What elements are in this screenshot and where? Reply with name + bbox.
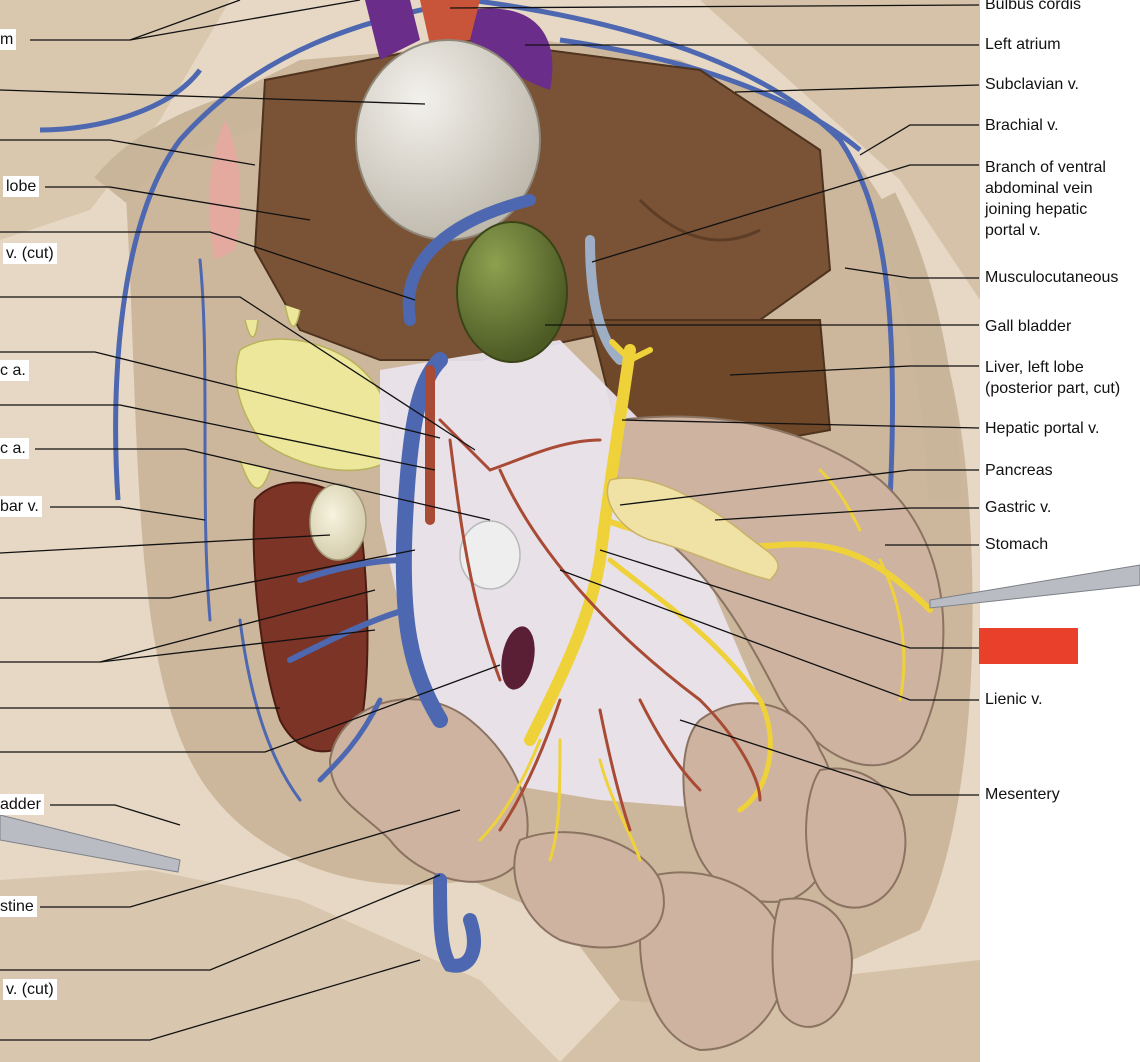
intestines <box>328 698 907 1052</box>
leader-lines <box>0 0 980 1041</box>
white-organ <box>459 520 521 590</box>
label-left-stine: stine <box>0 896 37 917</box>
label-left-m: m <box>0 29 17 50</box>
gall-bladder <box>456 221 568 363</box>
label-stomach: Stomach <box>982 534 1052 555</box>
arteries <box>425 365 762 832</box>
label-gastric-v: Gastric v. <box>982 497 1055 518</box>
label-musculocutaneous: Musculocutaneous <box>982 267 1122 288</box>
label-bulbus-cordis: Bulbus cordis <box>982 0 1085 15</box>
bladder <box>309 483 367 561</box>
label-hepatic-portal-v: Hepatic portal v. <box>982 418 1103 439</box>
label-lienic-v: Lienic v. <box>982 689 1046 710</box>
label-left-bar-v: bar v. <box>0 496 42 517</box>
label-liver-left-lobe: Liver, left lobe (posterior part, cut) <box>982 357 1124 399</box>
label-left-c-a-2: c a. <box>0 438 29 459</box>
label-subclavian-v: Subclavian v. <box>982 74 1082 95</box>
left-atrium <box>470 8 553 90</box>
label-left-atrium: Left atrium <box>982 34 1064 55</box>
label-mesentery: Mesentery <box>982 784 1063 805</box>
musculocutaneous-vein <box>39 0 896 501</box>
label-brachial-v: Brachial v. <box>982 115 1062 136</box>
veins <box>198 194 536 973</box>
forceps-right <box>929 564 1140 609</box>
label-left-lobe: lobe <box>3 176 40 197</box>
label-branch-ventral-abdominal-vein: Branch of ventral abdominal vein joining… <box>982 157 1109 241</box>
pink-fold <box>209 120 241 260</box>
label-left-adder: adder <box>0 794 44 815</box>
label-pancreas: Pancreas <box>982 460 1056 481</box>
label-left-c-a-1: c a. <box>0 360 29 381</box>
spleen <box>501 626 535 690</box>
bulbus-cordis <box>420 0 480 45</box>
redaction-box <box>979 628 1078 664</box>
label-gall-bladder: Gall bladder <box>982 316 1075 337</box>
right-atrium <box>365 0 420 60</box>
label-left-v-cut-bottom: v. (cut) <box>3 979 57 1000</box>
label-left-v-cut-top: v. (cut) <box>3 243 57 264</box>
mesentery <box>380 340 760 810</box>
hepatic-portal-vein <box>478 235 933 862</box>
forceps-left <box>0 814 181 873</box>
